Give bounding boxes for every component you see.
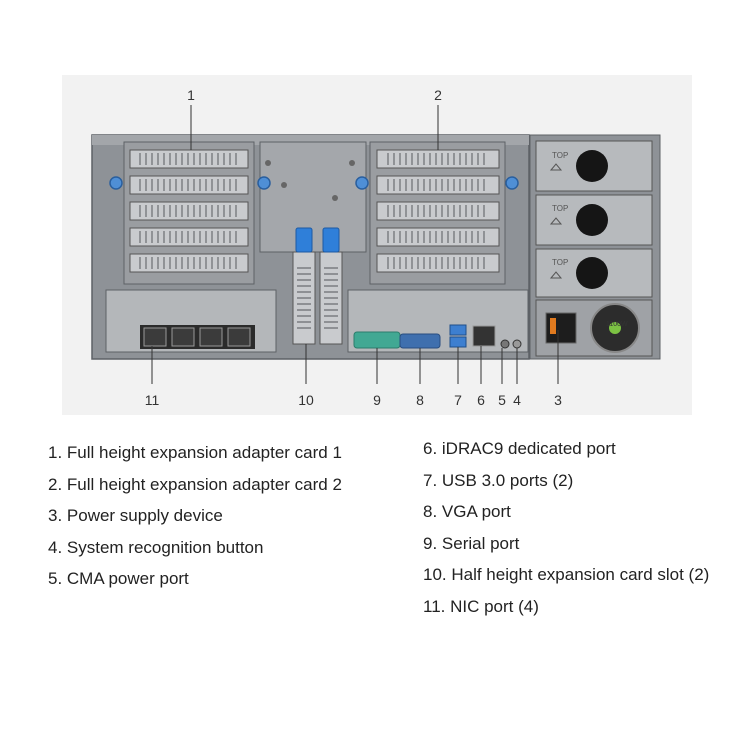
callout-7: 7 xyxy=(454,392,462,408)
blue-thumbscrew-icon xyxy=(257,176,271,190)
legend-item: 9. Serial port xyxy=(423,533,520,553)
riser-2-slot xyxy=(376,253,500,273)
callout-11: 11 xyxy=(144,392,160,408)
nic-port xyxy=(143,327,167,347)
legend-left: 1. Full height expansion adapter card 1 … xyxy=(48,437,342,595)
psu-rating-label: 1100W xyxy=(606,321,628,328)
riser-2-slot xyxy=(376,175,500,195)
psu-top-label: TOP xyxy=(552,258,568,267)
blue-latch-icon xyxy=(295,227,313,253)
legend-item: 1. Full height expansion adapter card 1 xyxy=(48,443,342,462)
riser-2-slot xyxy=(376,201,500,221)
psu-top-label: TOP xyxy=(552,151,568,160)
legend-item: 6. iDRAC9 dedicated port xyxy=(423,439,616,458)
riser-1-slot-vents xyxy=(139,153,237,269)
legend-item: 8. VGA port xyxy=(423,502,511,521)
blue-thumbscrew-icon xyxy=(505,176,519,190)
usb-port xyxy=(449,324,467,336)
callout-1: 1 xyxy=(187,87,195,103)
legend-item: 7. USB 3.0 ports (2) xyxy=(423,470,574,490)
psu-top-arrow-icon xyxy=(549,271,563,279)
nic-port xyxy=(199,327,223,347)
legend-item: 11. NIC port (4) xyxy=(423,596,539,616)
server-rear-view-illustration: TOP TOP TOP 1100W xyxy=(62,75,692,415)
center-frame xyxy=(259,141,367,253)
psu-handle xyxy=(550,318,556,334)
system-id-button xyxy=(512,339,522,349)
usb-port xyxy=(449,336,467,348)
half-height-slot-vents xyxy=(297,267,338,329)
psu-top-arrow-icon xyxy=(549,217,563,225)
callout-8: 8 xyxy=(416,392,424,408)
riser-2-slot-vents xyxy=(387,153,485,269)
legend-item: 5. CMA power port xyxy=(48,569,189,588)
psu-top-arrow-icon xyxy=(549,163,563,171)
chassis-top-band xyxy=(92,135,529,145)
screw xyxy=(265,160,271,166)
callout-lines xyxy=(151,105,559,384)
legend-right: 6. iDRAC9 dedicated port 7. USB 3.0 port… xyxy=(423,433,709,622)
nic-port xyxy=(227,327,251,347)
legend-item: 3. Power supply device xyxy=(48,506,223,525)
psu-blank-hole xyxy=(576,257,608,289)
callout-4: 4 xyxy=(513,392,521,408)
idrac-port xyxy=(472,325,496,347)
blue-thumbscrew-icon xyxy=(109,176,123,190)
screw xyxy=(332,195,338,201)
callout-6: 6 xyxy=(477,392,485,408)
cma-power-port xyxy=(500,339,510,349)
callout-3: 3 xyxy=(554,392,562,408)
blue-thumbscrew-icon xyxy=(355,176,369,190)
psu-fan-hub xyxy=(609,322,621,334)
legend-item: 10. Half height expansion card slot (2) xyxy=(423,565,710,584)
riser-2-slot xyxy=(376,149,500,169)
callout-2: 2 xyxy=(434,87,442,103)
legend-item: 2. Full height expansion adapter card 2 xyxy=(48,474,342,494)
screw xyxy=(349,160,355,166)
psu-blank-hole xyxy=(576,150,608,182)
legend-item: 4. System recognition button xyxy=(48,537,264,557)
riser-2-slots xyxy=(376,149,500,273)
blue-latch-icon xyxy=(322,227,340,253)
riser-2-slot xyxy=(376,227,500,247)
psu-top-label: TOP xyxy=(552,204,568,213)
callout-10: 10 xyxy=(298,392,314,408)
psu-blank-hole xyxy=(576,204,608,236)
callout-9: 9 xyxy=(373,392,381,408)
serial-port xyxy=(353,331,401,349)
vga-port xyxy=(399,333,441,349)
nic-port xyxy=(171,327,195,347)
callout-5: 5 xyxy=(498,392,506,408)
screw xyxy=(281,182,287,188)
